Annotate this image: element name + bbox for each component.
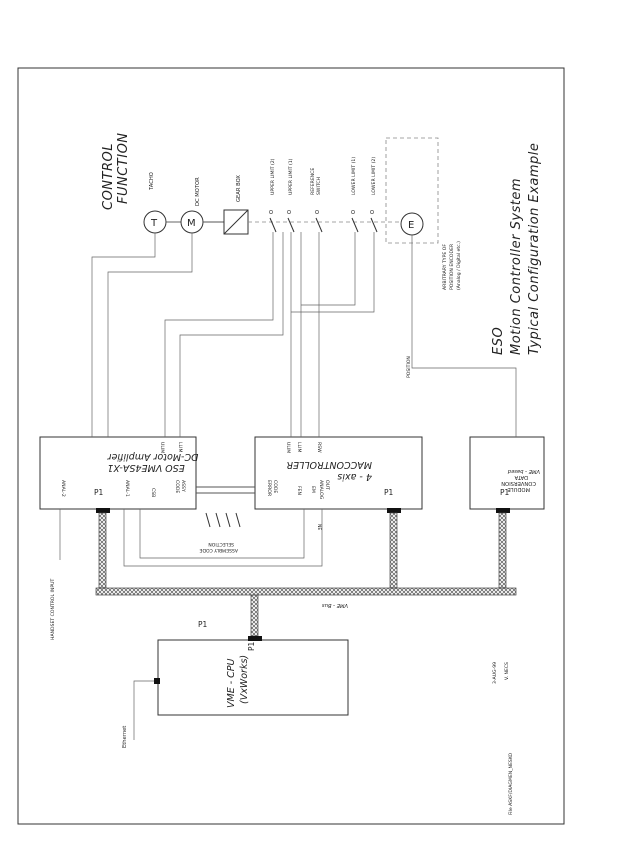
vme-module-title-1: VME - based: [507, 468, 540, 474]
cpu-p1-connector[interactable]: [248, 636, 262, 641]
title-line2: Motion Controller System: [509, 178, 524, 355]
maccon-p1-connector[interactable]: [387, 508, 401, 513]
amp-p1-connector[interactable]: [96, 508, 110, 513]
dc-motor: M DC MOTOR: [180, 177, 204, 234]
vme-module-p1-connector[interactable]: [496, 508, 510, 513]
maccon-pin-code: CODE: [272, 480, 278, 493]
page-frame: [17, 67, 565, 825]
lower-limit-2-label: LOWER LIMIT (2): [371, 157, 377, 195]
maccon-title-2: 4 - axis: [337, 471, 372, 482]
ethernet-wire: [133, 680, 154, 740]
title-line3: Typical Configuration Example: [527, 143, 542, 355]
switch-upper-limit-2: UPPER LIMIT (2): [269, 158, 277, 233]
amp-pin-llim: LLIM: [177, 442, 183, 452]
encoder-text-2: POSITION ENCODER: [449, 243, 455, 290]
handset-control-input: HANDSET CONTROL INPUT: [50, 579, 56, 640]
amp-pin-csb: CSB: [150, 488, 156, 497]
control-function-label: CONTROL FUNCTION: [101, 132, 131, 210]
switch-reference: REFERENCE SWITCH: [310, 168, 323, 233]
maccon-pin-llim: LLIM: [296, 442, 302, 452]
amp-pin-anal2: ANAL-2: [60, 480, 66, 497]
reference-label-2: SWITCH: [316, 177, 322, 195]
diagram-title: ESO Motion Controller System Typical Con…: [491, 143, 542, 355]
position-label: POSITION: [406, 356, 412, 378]
vme-data-conversion-module: VME - based DATA CONVERSION MODULE P1: [469, 436, 545, 513]
tacho-label: TACHO: [149, 172, 155, 191]
vme-cpu: P1 P1 VME - CPU (VxWorks): [154, 620, 349, 716]
tacho-symbol: T: [150, 218, 158, 229]
vme-module-bus-drop: [498, 512, 507, 589]
encoder-symbol: E: [408, 220, 414, 231]
upper-limit-1-label: UPPER LIMIT (1): [288, 158, 294, 195]
assembly-code-label-2: SELECTION: [208, 541, 234, 547]
assembly-code-label-1: ASSEMBLY CODE: [199, 547, 238, 553]
cpu-bus-drop: [250, 594, 259, 637]
maccontroller: MACCONTROLLER 4 - axis ULIM LLIM RSW ERR…: [254, 436, 423, 513]
cpu-ethernet-port[interactable]: [154, 678, 160, 684]
cpu-port-label: P1: [247, 641, 256, 651]
maccon-pin-error: ERROR: [266, 480, 272, 497]
tacho: T TACHO: [143, 172, 167, 234]
amp-pin-assy: ASSY: [180, 480, 186, 492]
tacho-wire: [91, 233, 156, 437]
footer-file: File ASKF/DIAGMEN_NESKO: [508, 752, 514, 815]
maccon-port-label: P1: [384, 488, 394, 497]
gearbox-label: GEAR BOX: [236, 175, 242, 202]
csb-wire: [139, 509, 305, 559]
control-function-line1: CONTROL: [101, 143, 116, 210]
lower-limit-1-wire: [301, 232, 356, 306]
motor-symbol: M: [187, 218, 196, 229]
cpu-above-label: P1: [198, 620, 208, 629]
maccon-pin-em: EM: [310, 486, 316, 493]
maccon-bus-drop: [389, 512, 398, 589]
vme-module-port-label: P1: [500, 488, 510, 497]
motor-label: DC MOTOR: [195, 177, 201, 206]
position-wire: [411, 235, 517, 437]
reference-label-1: REFERENCE: [310, 168, 316, 195]
amp-bus-drop: [98, 512, 107, 589]
amp-pin-code: CODE: [174, 480, 180, 493]
upper-limit-2-wire: [164, 232, 274, 437]
assembly-code-switches: ASSEMBLY CODE SELECTION: [199, 512, 241, 553]
upper-limit-2-label: UPPER LIMIT (2): [270, 158, 276, 195]
vme-module-title-3: CONVERSION: [501, 480, 536, 486]
amp-pin-ulim: ULIM: [159, 442, 165, 453]
vme-module-title-4: MODULE: [507, 486, 530, 492]
vme-bus: [95, 587, 517, 596]
title-line1: ESO: [491, 327, 506, 355]
vme-module-title-2: DATA: [514, 474, 528, 480]
maccon-pin-rsw: RSW: [316, 442, 322, 453]
lower-limit-2-wire: [291, 232, 375, 313]
ethernet-label: Ethernet: [122, 726, 128, 748]
amp-port-label: P1: [94, 488, 104, 497]
dc-motor-amplifier: DC-Motor Amplifier ESO VME4SA-X1 ULIM LL…: [39, 436, 199, 513]
maccon-pin-out: OUT: [324, 480, 330, 490]
footer-date: 3-AUG-99: [492, 662, 498, 684]
maccon-pin-analog: ANALOG: [318, 480, 324, 500]
amplifier-title-2: ESO VME4SA-X1: [107, 462, 184, 473]
maccon-ne-label: NE: [316, 524, 322, 530]
switch-lower-limit-2: LOWER LIMIT (2): [370, 157, 378, 233]
vme-bus-label: VME - Bus: [322, 602, 348, 608]
encoder-text-3: (Analog / Digital etc.): [456, 241, 462, 290]
upper-limit-wire-amp: [179, 232, 284, 437]
encoder-text-1: ARBITRARY TYPE OF: [442, 244, 448, 290]
maccon-pin-fen: FEN: [296, 486, 302, 495]
switch-lower-limit-1: LOWER LIMIT (1): [351, 157, 359, 233]
lower-limit-1-label: LOWER LIMIT (1): [351, 157, 357, 195]
position-encoder: E ARBITRARY TYPE OF POSITION ENCODER (An…: [385, 137, 462, 290]
cpu-title-1: VME - CPU: [226, 658, 237, 708]
cpu-title-2: (VxWorks): [239, 655, 250, 704]
maccon-pin-ulim: ULIM: [285, 442, 291, 453]
switch-upper-limit-1: UPPER LIMIT (1): [287, 158, 295, 233]
analog-out-wire: [123, 509, 323, 567]
maccon-title-1: MACCONTROLLER: [286, 459, 372, 470]
motor-wire: [107, 233, 193, 437]
gear-box: GEAR BOX: [223, 175, 249, 235]
amp-pin-anal1: ANAL-1: [124, 480, 130, 497]
amplifier-title-1: DC-Motor Amplifier: [107, 451, 199, 462]
control-function-line2: FUNCTION: [116, 132, 131, 204]
footer-version: V. NECS: [504, 662, 510, 680]
